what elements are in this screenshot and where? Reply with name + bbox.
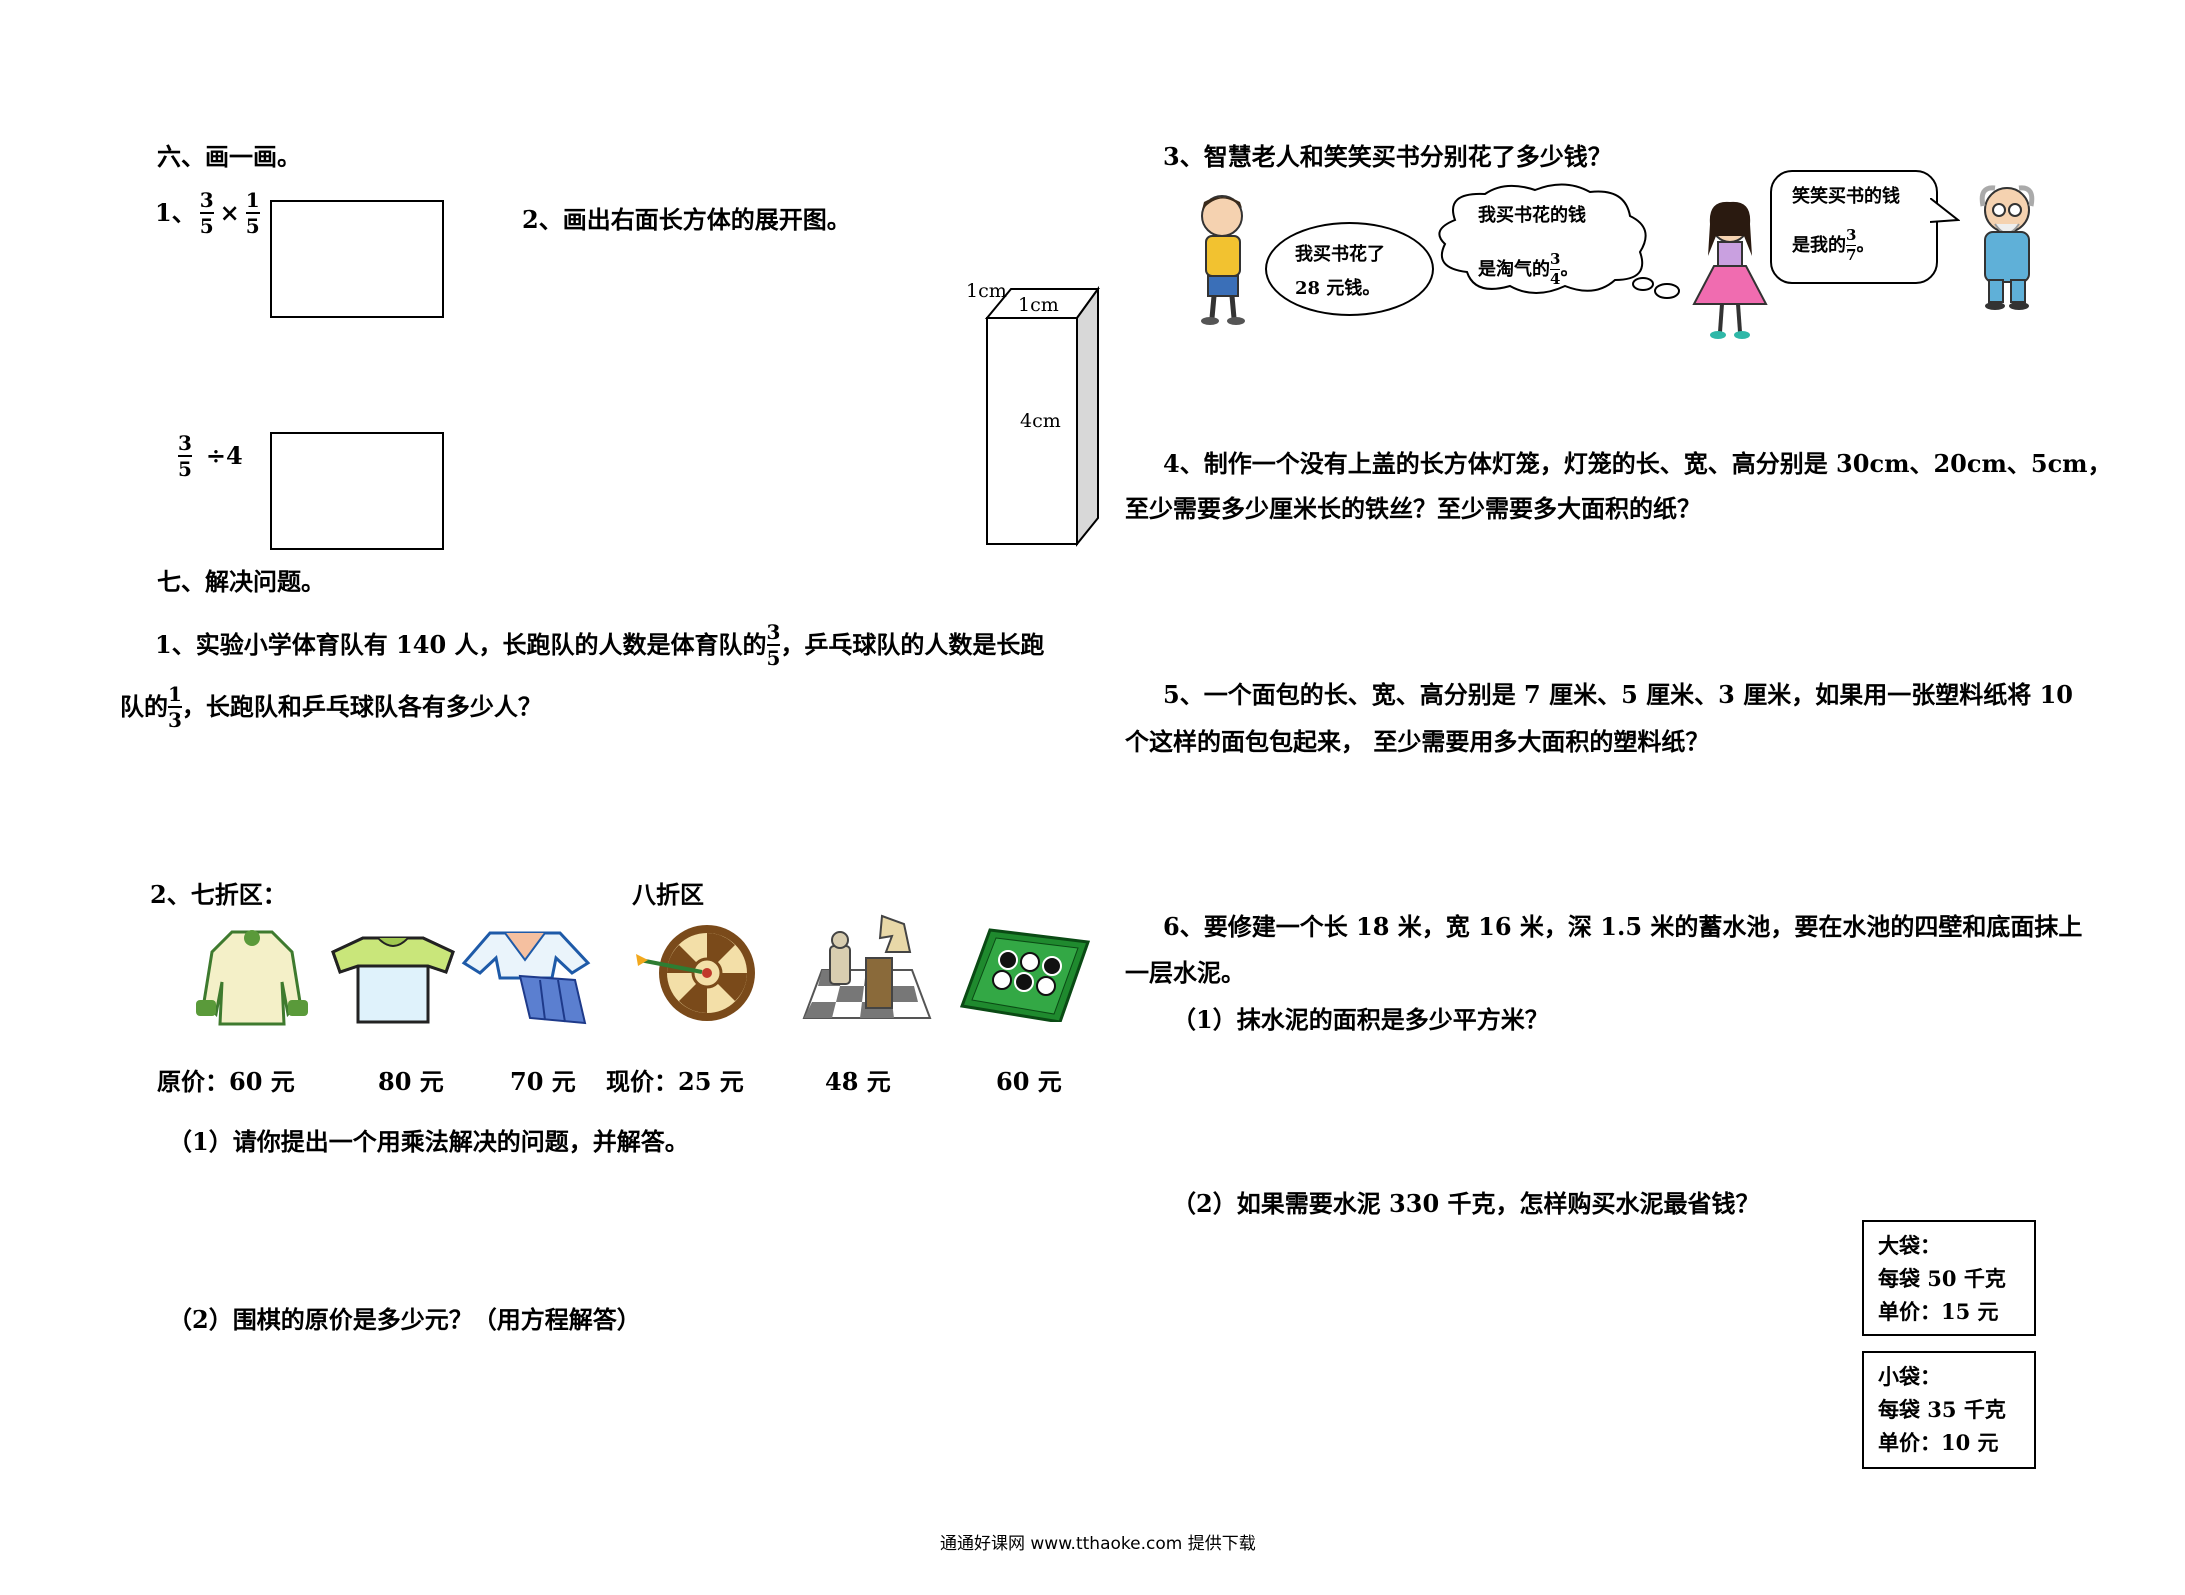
girl-character-icon [1692,201,1768,339]
solve-q1-text-a: 1、实验小学体育队有 140 人，长跑队的人数是体育队的 [155,630,767,659]
fraction-den: 5 [178,457,192,481]
right-q6-line2: 一层水泥。 [1125,958,1245,987]
cuboid-diagram [984,285,1100,547]
solve-q1-text-d: ，长跑队和乒乓球队各有多少人？ [181,692,542,721]
boy-speech-bubble [1265,222,1434,316]
fraction-num: 3 [766,620,781,644]
right-q6-sub2: （2）如果需要水泥 330 千克，怎样购买水泥最省钱？ [1172,1189,1760,1218]
discount-80-label: 八折区 [632,880,704,909]
old-man-character-icon [1979,185,2035,310]
draw-q2-text: 2、画出右面长方体的展开图。 [522,205,851,234]
draw-answer-box-1[interactable] [270,200,444,318]
fraction-den: 5 [245,214,260,238]
fraction-num: 1 [168,682,182,706]
right-q3-text: 3、智慧老人和笑笑买书分别花了多少钱？ [1163,142,1612,171]
old-man-bubble-end: 。 [1856,234,1875,256]
right-q5-line2: 个这样的面包包起来， 至少需要用多大面积的塑料纸？ [1125,727,1710,756]
school-uniform-icon [461,931,591,1025]
old-man-speech-bubble [1770,170,1938,284]
old-man-bubble-line1: 笑笑买书的钱 [1792,186,1900,207]
fraction-den: 3 [168,708,182,732]
price-coat: 原价：60 元 [157,1067,295,1096]
old-man-bubble-text: 是我的 [1792,234,1846,256]
big-bag-title: 大袋： [1878,1233,1941,1258]
solve-q1-text-c: 队的 [120,692,168,721]
big-bag-weight: 每袋 50 千克 [1878,1266,2006,1291]
draw-q3-expression: 3 5 ÷4 [178,433,243,479]
draw-answer-box-2[interactable] [270,432,444,550]
boy-bubble-line2: 28 元钱。 [1295,278,1381,299]
price-dartboard: 现价：25 元 [606,1067,744,1096]
girl-bubble-text: 是淘气的 [1478,258,1550,280]
girl-bubble-line2: 是淘气的 3 4 。 [1478,252,1578,287]
fraction-num: 3 [1846,226,1857,244]
chess-icon [802,914,932,1019]
girl-bubble-line1: 我买书花的钱 [1478,205,1586,226]
fraction: 1 3 [168,684,182,730]
bubble-tail-icon [1930,198,1960,223]
draw-q1-prefix: 1、 [155,198,196,227]
small-bag-weight: 每袋 35 千克 [1878,1397,2006,1422]
discount-70-label: 2、七折区： [150,880,287,909]
cuboid-label-top: 1cm [1018,294,1059,316]
go-board-icon [960,928,1090,1022]
fraction-den: 5 [199,214,214,238]
dartboard-icon [636,925,755,1021]
divide-expression: ÷4 [205,441,243,470]
section6-title: 六、画一画。 [157,142,301,171]
right-q4-line2: 至少需要多少厘米长的铁丝？至少需要多大面积的纸？ [1125,494,1701,523]
small-bag-box: 小袋： 每袋 35 千克 单价：10 元 [1862,1351,2036,1469]
girl-bubble-end: 。 [1560,258,1579,280]
fraction-den: 5 [766,646,781,670]
coat-icon [196,930,308,1026]
sweater-icon [331,936,455,1024]
price-go: 60 元 [996,1067,1062,1096]
small-bag-price: 单价：10 元 [1878,1430,1999,1455]
right-q6-line1: 6、要修建一个长 18 米，宽 16 米，深 1.5 米的蓄水池，要在水池的四壁… [1163,912,2083,941]
section7-title: 七、解决问题。 [157,567,325,596]
draw-q1-expression: 1、 3 5 × 1 5 [155,190,260,236]
fraction-den: 7 [1846,246,1857,264]
fraction: 3 7 [1846,226,1857,264]
solve-q1-line1: 1、实验小学体育队有 140 人，长跑队的人数是体育队的 3 5 ，乒乓球队的人… [155,622,1044,668]
cuboid-side-face [1076,285,1099,547]
girl-thought-bubble [1438,183,1680,299]
small-bag-title: 小袋： [1878,1364,1941,1389]
solve-q2-sub1: （1）请你提出一个用乘法解决的问题，并解答。 [168,1127,689,1156]
old-man-bubble-line2: 是我的 3 7 。 [1792,228,1874,263]
fraction: 1 5 [245,188,260,238]
fraction-num: 1 [245,188,260,212]
solve-q2-sub2: （2）围棋的原价是多少元？（用方程解答） [168,1305,641,1334]
right-q5-line1: 5、一个面包的长、宽、高分别是 7 厘米、5 厘米、3 厘米，如果用一张塑料纸将… [1163,680,2073,709]
right-q4-line1: 4、制作一个没有上盖的长方体灯笼，灯笼的长、宽、高分别是 30cm、20cm、5… [1163,449,2112,478]
big-bag-box: 大袋： 每袋 50 千克 单价：15 元 [1862,1220,2036,1336]
fraction-num: 3 [199,188,214,212]
fraction: 3 4 [1550,250,1561,288]
price-chess: 48 元 [825,1067,891,1096]
fraction-den: 4 [1550,270,1561,288]
price-sweater: 80 元 [378,1067,444,1096]
price-uniform: 70 元 [510,1067,576,1096]
fraction-num: 3 [178,431,192,455]
right-q6-sub1: （1）抹水泥的面积是多少平方米？ [1172,1005,1549,1034]
solve-q1-text-b: ，乒乓球队的人数是长跑 [780,630,1045,659]
boy-character-icon [1201,195,1245,325]
cuboid-label-height: 4cm [1020,410,1061,432]
page-footer: 通通好课网 www.tthaoke.com 提供下载 [940,1534,1256,1554]
fraction: 3 5 [178,433,192,479]
fraction: 3 5 [199,188,214,238]
boy-bubble-line1: 我买书花了 [1295,244,1385,265]
multiply-sign: × [219,198,240,227]
cuboid-label-front: 1cm [966,280,1007,302]
solve-q1-line2: 队的 1 3 ，长跑队和乒乓球队各有多少人？ [120,684,542,730]
fraction: 3 5 [766,620,781,670]
fraction-num: 3 [1550,250,1561,268]
big-bag-price: 单价：15 元 [1878,1299,1999,1324]
